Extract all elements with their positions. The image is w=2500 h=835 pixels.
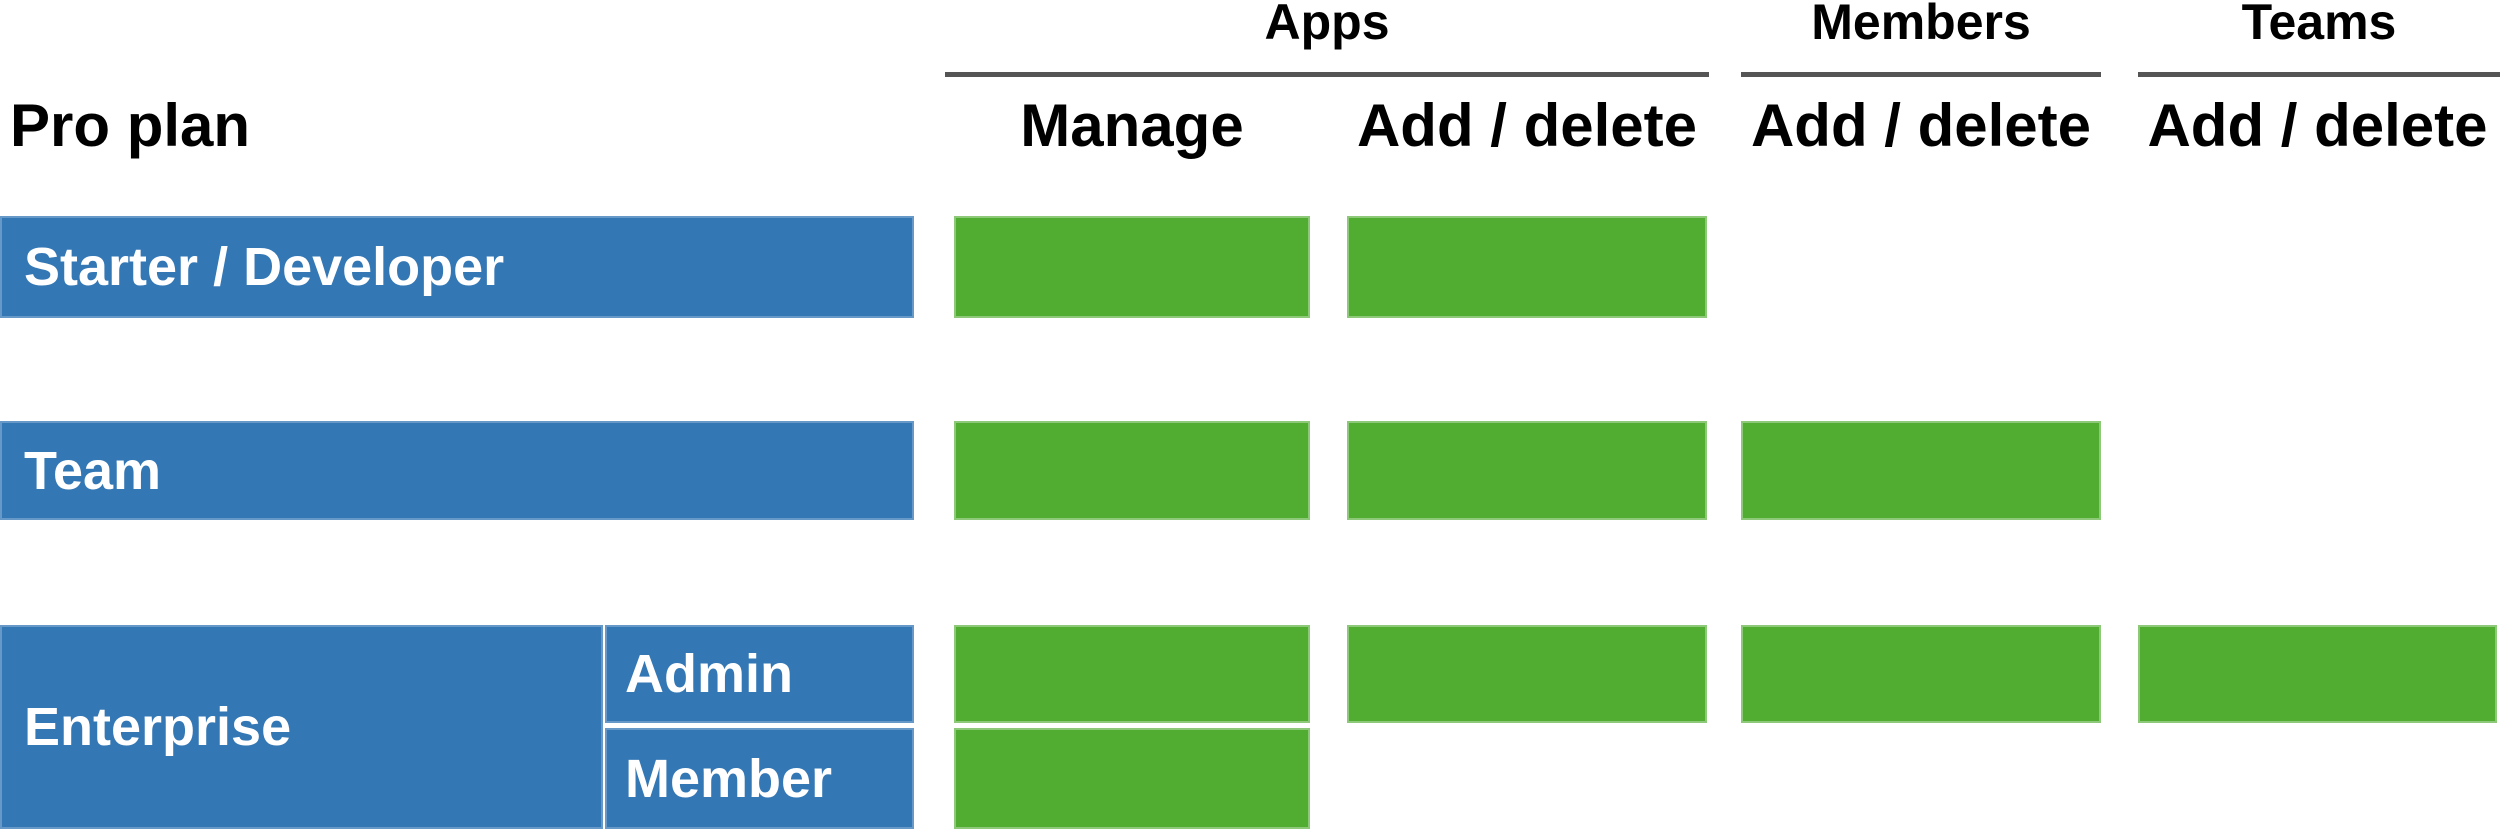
members-group-rule: [1741, 72, 2101, 77]
row-label-enterprise-member: Member: [605, 728, 914, 829]
row-label-enterprise: Enterprise: [0, 625, 603, 829]
row-label-enterprise-admin: Admin: [605, 625, 914, 723]
permission-granted-cell: [954, 216, 1310, 318]
permission-granted-cell: [1741, 625, 2101, 723]
permission-granted-cell: [954, 421, 1310, 520]
row-label-starter-developer: Starter / Developer: [0, 216, 914, 318]
row-label-team: Team: [0, 421, 914, 520]
column-group-teams: Teams: [2241, 0, 2397, 50]
page-title: Pro plan: [10, 92, 251, 159]
column-header-members-add-delete: Add / delete: [1750, 92, 2092, 159]
permission-granted-cell: [1741, 421, 2101, 520]
permission-granted-cell: [1347, 216, 1707, 318]
permission-granted-cell: [954, 728, 1310, 829]
permission-granted-cell: [2138, 625, 2497, 723]
teams-group-rule: [2138, 72, 2500, 77]
permission-granted-cell: [954, 625, 1310, 723]
column-header-teams-add-delete: Add / delete: [2147, 92, 2488, 159]
apps-group-rule: [945, 72, 1709, 77]
permission-granted-cell: [1347, 421, 1707, 520]
column-group-apps: Apps: [1264, 0, 1390, 50]
column-header-apps-manage: Manage: [1020, 92, 1244, 159]
permission-granted-cell: [1347, 625, 1707, 723]
column-group-members: Members: [1811, 0, 2031, 50]
column-header-apps-add-delete: Add / delete: [1356, 92, 1698, 159]
